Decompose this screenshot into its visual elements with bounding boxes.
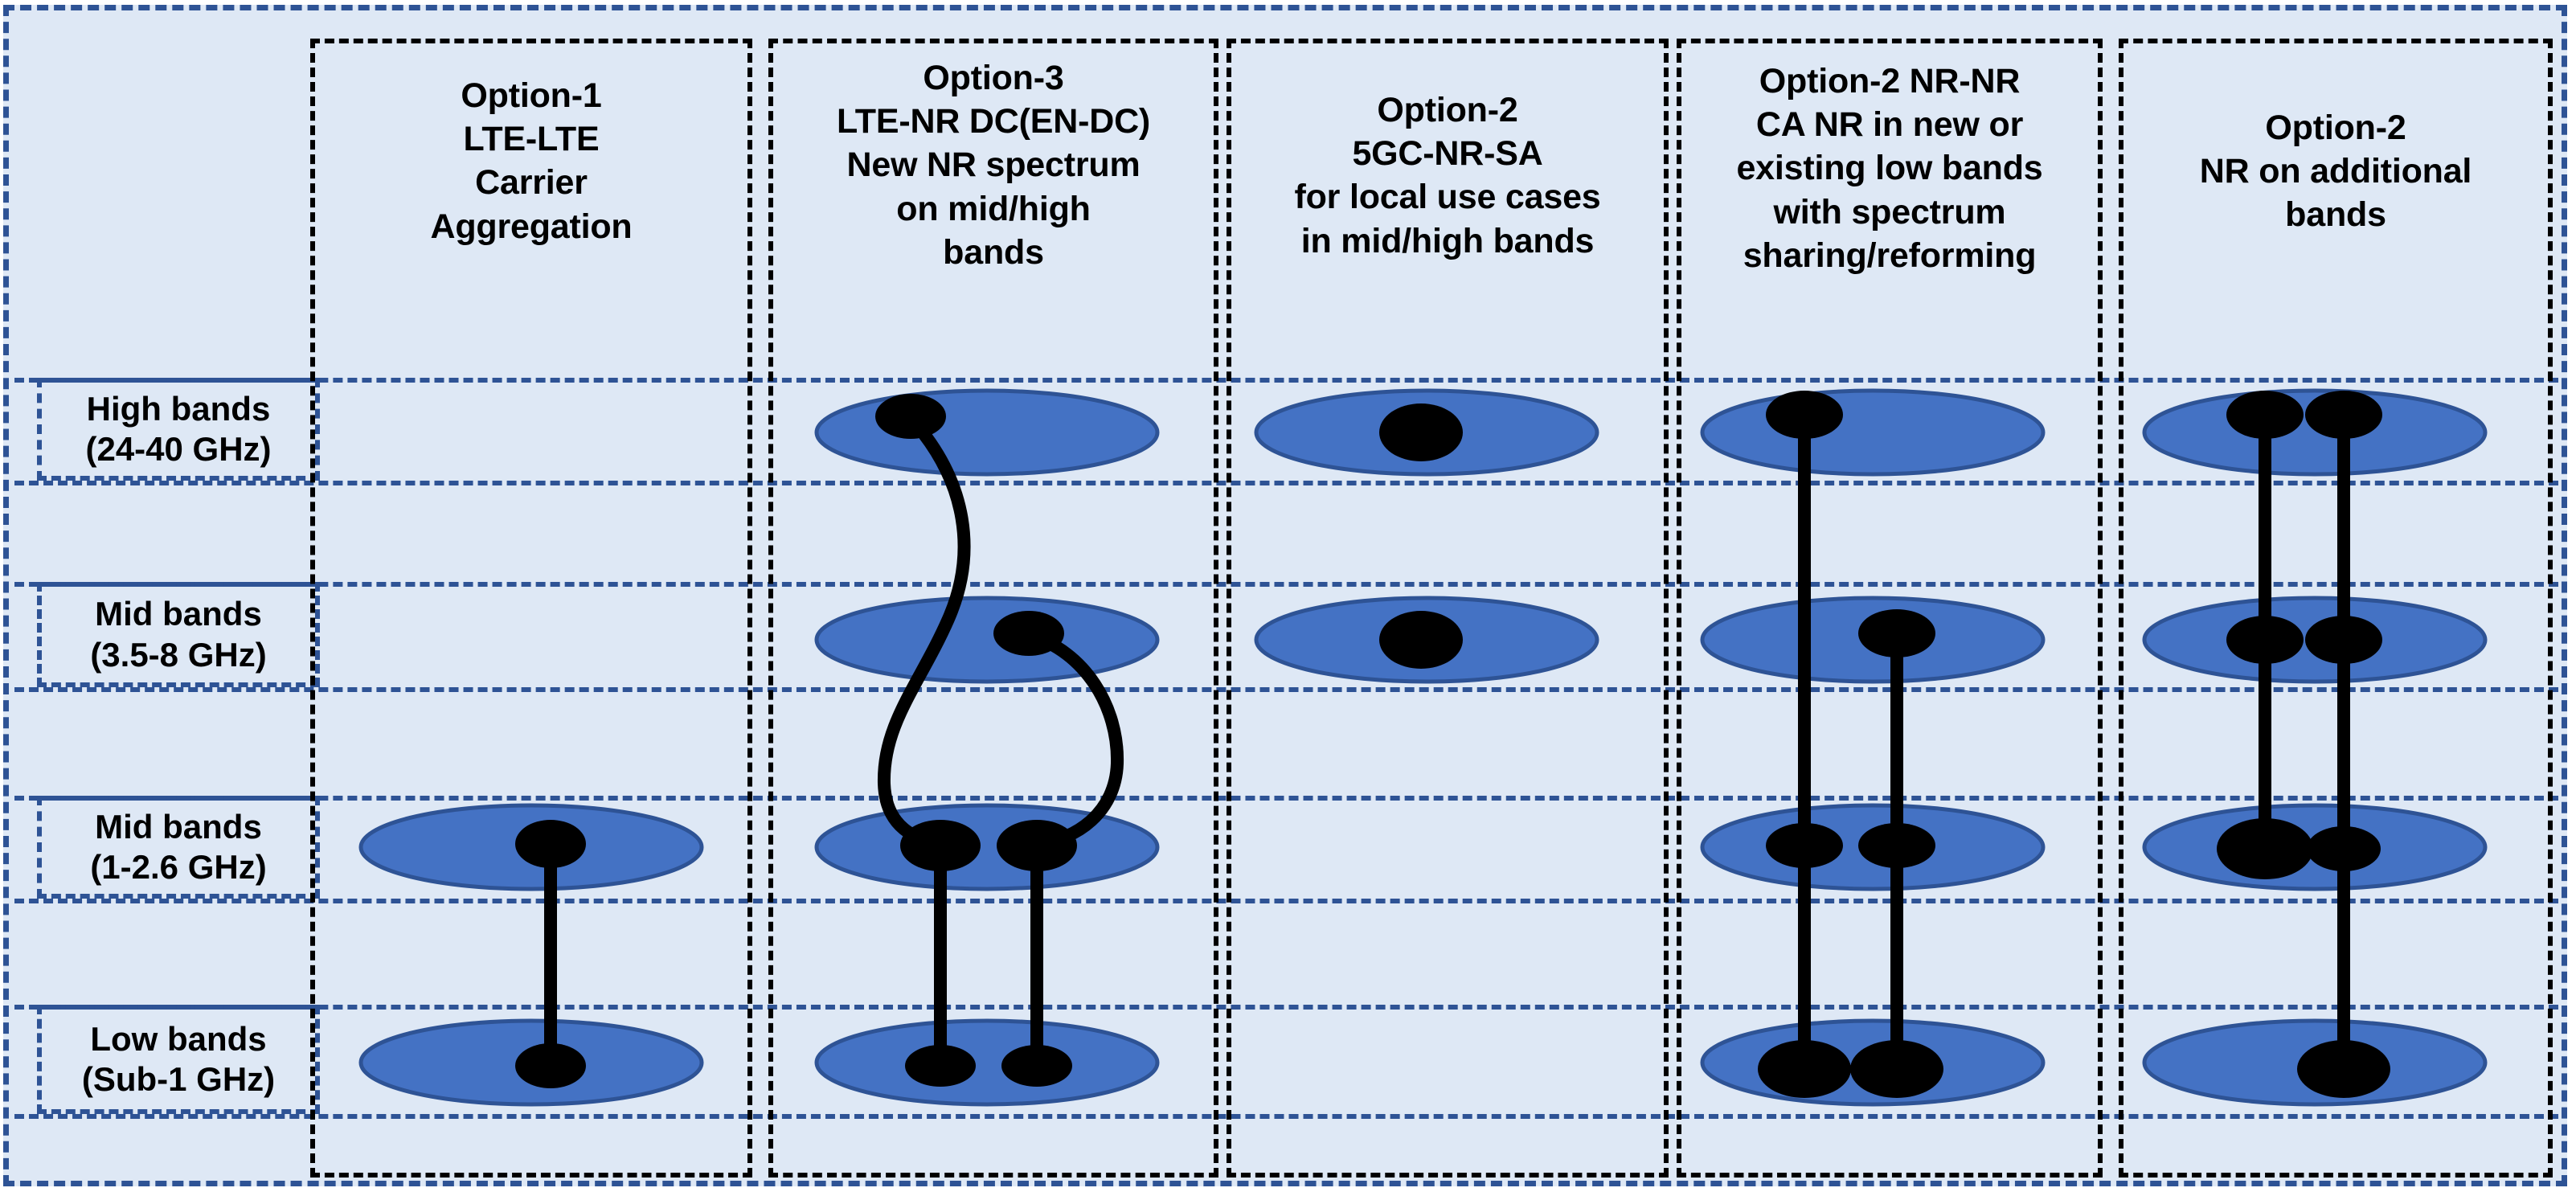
column-option-2-additional[interactable]: Option-2 NR on additional bands: [2119, 39, 2553, 1178]
row-label-high-bands: High bands (24-40 GHz): [37, 378, 320, 481]
row-label-high-bands-text: High bands (24-40 GHz): [85, 389, 272, 468]
ellipse-option-3-low: [814, 1018, 1160, 1107]
node-option-1-mid-low: [515, 820, 586, 868]
row-label-mid-bands-high: Mid bands (3.5-8 GHz): [37, 582, 320, 687]
band-separator-gap2: [14, 796, 2558, 801]
band-separator-midhi: [14, 687, 2558, 692]
ellipse-option-3-mid-high: [814, 596, 1160, 684]
node-option-2-sa-mid-high: [1379, 611, 1463, 669]
node-option-2-additional-low: [2297, 1040, 2390, 1098]
node-option-2-additional-mid-low-left: [2217, 818, 2313, 879]
node-option-2-nrnr-low-left: [1758, 1040, 1851, 1098]
node-option-2-additional-high-right: [2305, 391, 2382, 439]
column-option-2-additional-title: Option-2 NR on additional bands: [2199, 109, 2472, 235]
column-option-3-title: Option-3 LTE-NR DC(EN-DC) New NR spectru…: [836, 59, 1151, 272]
node-option-2-additional-mid-high-right: [2305, 616, 2382, 664]
column-option-2-nrnr-ca[interactable]: Option-2 NR-NR CA NR in new or existing …: [1677, 39, 2103, 1178]
node-option-3-mid-high: [993, 611, 1064, 656]
node-option-1-low: [515, 1043, 586, 1088]
row-label-mid-bands-low-text: Mid bands (1-2.6 GHz): [90, 807, 267, 886]
node-option-3-mid-low-right: [997, 820, 1077, 871]
band-separator-gap1: [14, 582, 2558, 587]
node-option-2-additional-mid-low-right: [2307, 826, 2381, 871]
node-option-2-additional-high-left: [2226, 391, 2304, 439]
node-option-2-nrnr-low-right: [1850, 1040, 1943, 1098]
row-label-low-bands: Low bands (Sub-1 GHz): [37, 1005, 320, 1114]
ellipse-option-3-high: [814, 388, 1160, 477]
row-label-mid-bands-high-text: Mid bands (3.5-8 GHz): [90, 595, 267, 674]
link-option-3-high-to-midlow: [877, 413, 971, 850]
link-option-3-midhigh-to-midlow: [1026, 629, 1124, 850]
node-option-2-nrnr-mid-low-right: [1858, 823, 1935, 868]
node-option-2-additional-mid-high-left: [2226, 616, 2304, 664]
ellipse-option-3-mid-low: [814, 803, 1160, 891]
column-option-1-title: Option-1 LTE-LTE Carrier Aggregation: [430, 76, 633, 246]
band-separator-gap3: [14, 1005, 2558, 1010]
node-option-3-low-left: [905, 1045, 976, 1087]
ellipse-option-2-nrnr-high: [1700, 388, 2046, 477]
band-separator-low: [14, 1114, 2558, 1119]
row-label-low-bands-text: Low bands (Sub-1 GHz): [81, 1019, 276, 1098]
band-separator-midlo: [14, 899, 2558, 903]
node-option-2-nrnr-mid-low-left: [1766, 823, 1843, 868]
outer-frame: [3, 5, 2567, 1186]
column-option-3[interactable]: Option-3 LTE-NR DC(EN-DC) New NR spectru…: [768, 39, 1218, 1178]
node-option-2-sa-high: [1379, 403, 1463, 461]
column-option-1[interactable]: Option-1 LTE-LTE Carrier Aggregation: [310, 39, 752, 1178]
column-option-2-nrnr-ca-title: Option-2 NR-NR CA NR in new or existing …: [1736, 62, 2043, 275]
node-option-2-nrnr-high: [1766, 391, 1843, 439]
node-option-2-nrnr-mid-high: [1858, 609, 1935, 657]
band-separator-high: [14, 481, 2558, 485]
row-label-mid-bands-low: Mid bands (1-2.6 GHz): [37, 796, 320, 899]
node-option-3-high: [875, 394, 946, 439]
band-separator-top: [14, 378, 2558, 383]
column-option-2-sa-title: Option-2 5GC-NR-SA for local use cases i…: [1294, 91, 1601, 260]
node-option-3-mid-low-left: [900, 820, 981, 871]
column-option-2-sa[interactable]: Option-2 5GC-NR-SA for local use cases i…: [1227, 39, 1669, 1178]
node-option-3-low-right: [1001, 1045, 1072, 1087]
